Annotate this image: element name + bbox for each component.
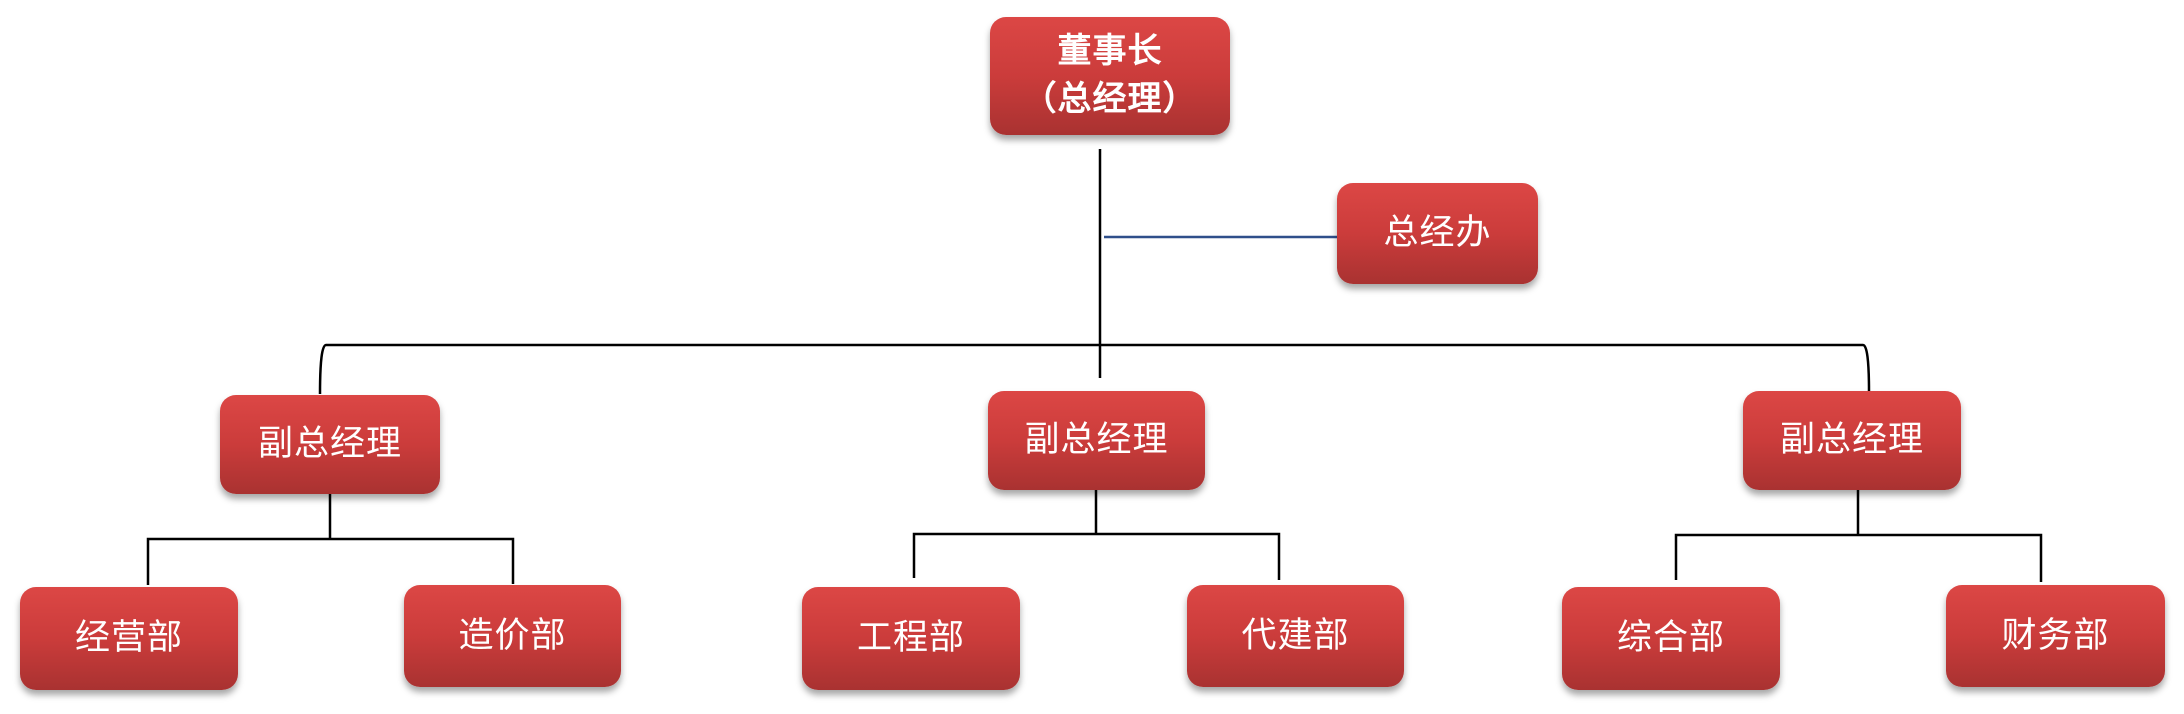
connector-vp1-departments [146,494,515,585]
chairman-title: 董事长 [1057,31,1163,72]
connector-vp2-departments [912,490,1281,580]
office-label: 总经办 [1383,213,1492,253]
department-label: 综合部 [1616,618,1725,658]
vp-label: 副总经理 [1024,420,1169,460]
department-box[interactable]: 经营部 [20,587,238,690]
department-box[interactable]: 综合部 [1562,587,1780,690]
department-box[interactable]: 工程部 [802,587,1020,690]
department-label: 工程部 [856,618,965,658]
vp-label: 副总经理 [257,424,402,464]
vp-box-2[interactable]: 副总经理 [988,391,1205,490]
vp-box-1[interactable]: 副总经理 [220,395,440,494]
department-label: 经营部 [74,618,183,658]
chairman-box[interactable]: 董事长 （总经理） [990,17,1230,135]
vp-label: 副总经理 [1779,420,1924,460]
connector-vp-bus [318,343,1871,395]
department-box[interactable]: 造价部 [404,585,621,687]
office-box[interactable]: 总经办 [1337,183,1538,284]
vp-box-3[interactable]: 副总经理 [1743,391,1961,490]
connector-vp3-departments [1674,490,2043,582]
department-label: 造价部 [458,615,567,656]
chairman-subtitle: （总经理） [1022,79,1198,119]
department-label: 财务部 [2001,615,2110,656]
department-box[interactable]: 代建部 [1187,585,1404,687]
department-box[interactable]: 财务部 [1946,585,2165,687]
department-label: 代建部 [1241,615,1350,656]
